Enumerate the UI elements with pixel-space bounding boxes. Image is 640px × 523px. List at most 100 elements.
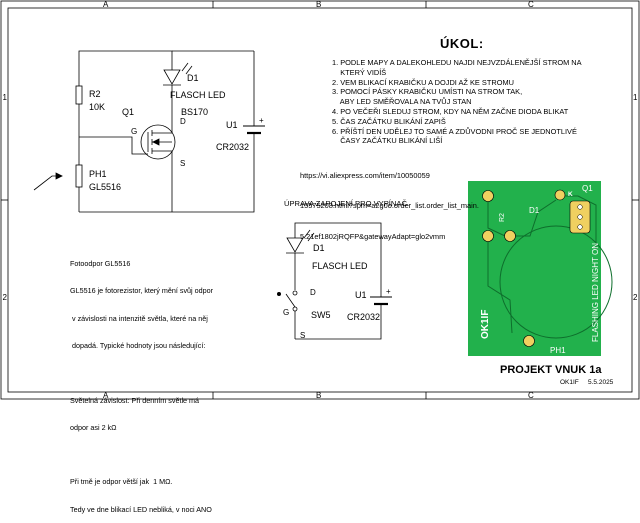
light-arrow-head [55,172,63,180]
pcb-pad-4 [504,230,516,242]
wire-top [78,50,173,80]
note-line: GL5516 je fotorezistor, který mění svůj … [70,286,214,296]
sw5-lever [285,293,296,308]
sw5-contact-bottom [292,306,298,312]
pcb-logo-text: OK1IF [480,310,491,339]
q1-pin-s: S [180,159,185,168]
pcb-ph1-label: PH1 [550,346,566,355]
q1-pin-g: G [131,127,137,136]
zone-labels: A B C A B C 1 2 1 2 [3,0,639,400]
zone-col-b-top: B [316,0,321,9]
zone-col-a-bottom: A [103,391,109,400]
u1-plus: + [259,116,264,125]
pcb-layout: K Q1 D1 R2 PH1 FLASHING LED NIGHT ON OK1… [468,181,613,356]
r2-ref: R2 [89,89,101,99]
pcb-pad-5 [523,335,535,347]
note-line [70,368,213,377]
pcb-d1-label: D1 [529,206,540,215]
u1b-ref: U1 [355,290,367,300]
zone-col-b-bottom: B [316,391,321,400]
pcb-side-text: FLASHING LED NIGHT ON [591,243,600,342]
led-ray-1 [181,62,189,72]
q1-pin-d: D [180,117,186,126]
zone-row-1-left: 1 [3,93,8,102]
task-item: 6. PŘÍŠTÍ DEN UDĚLEJ TO SAMÉ A ZDŮVODNI … [332,126,577,136]
d1-value: FLASCH LED [170,90,226,100]
pcb-pad-1 [482,190,494,202]
sw5-pin-s: S [300,331,305,340]
u1b-plus: + [386,287,391,296]
u1-ref: U1 [226,120,238,130]
pcb-trace-2 [487,240,513,334]
note-line: Fotoodpor GL5516 [70,259,131,269]
d1b-ref: D1 [313,243,325,253]
task-title: ÚKOL: [440,36,484,51]
url-line: 15575208.html?spm=a2g0o.order_list.order… [300,201,479,211]
switch-schematic [276,222,392,340]
note-line: Tedy ve dne blikací LED nebliká, v noci … [70,504,212,514]
ph1-ref: PH1 [89,169,107,179]
pcb-pad-2 [554,189,566,201]
zone-col-a-top: A [103,0,109,9]
q1-ref: Q1 [122,107,134,117]
sw5-pin-d: D [310,288,316,297]
pcb-r2-label: R2 [499,213,506,222]
pcb-pad-3 [482,230,494,242]
switch-fix-note: ÚPRAVA ZAPOJENÍ PRO VYPÍNAČ. [284,199,410,208]
sw5-contact-top [292,290,298,296]
task-item: ČASY ZAČÁTKU BLIKÁNÍ LIŠÍ [332,136,443,146]
sw5-ref: SW5 [311,310,331,320]
ph1-value: GL5516 [89,182,121,192]
r2-resistor [75,85,83,105]
ph1-photoresistor [75,164,83,188]
pcb-trace-3 [560,195,597,250]
u1b-value: CR2032 [347,312,380,322]
pcb-battery-outline [499,225,613,339]
note-line: dopadá. Typické hodnoty jsou následující… [70,341,206,351]
drawing-canvas: A B C A B C 1 2 1 2 [0,0,640,400]
zone-row-2-left: 2 [3,293,8,302]
main-schematic [33,50,265,213]
note-line: odpor asi 2 kΩ [70,422,117,432]
led-ray-2 [185,65,193,75]
zone-col-c-top: C [528,0,534,9]
drawing-date: 5.5.2025 [588,379,614,386]
aliexpress-url: https://vi.aliexpress.com/item/10050059 … [300,150,479,253]
zone-col-c-bottom: C [528,391,534,400]
author-name: OK1IF [560,379,579,386]
pcb-k-label: K [568,191,573,198]
wire2-bottom [295,310,382,340]
q1-value: BS170 [181,107,208,117]
url-line: https://vi.aliexpress.com/item/10050059 [300,170,430,180]
task-item: KTERÝ VIDÍŠ [332,67,387,77]
d1-ref: D1 [187,73,199,83]
zone-row-2-right: 2 [633,293,638,302]
wire-gate [79,136,140,155]
project-title: PROJEKT VNUK 1a [500,364,602,376]
photoresistor-note: Fotoodpor GL5516 GL5516 je fotorezistor,… [70,241,213,523]
d1b-value: FLASCH LED [312,261,368,271]
switch-schematic-labels: D1 FLASCH LED D G S SW5 U1 CR2032 + [283,243,391,340]
note-line: Světelná závislost: Při denním světle má [70,395,200,405]
task-item: 5. ČAS ZAČÁTKU BLIKÁNÍ ZAPIŠ [332,116,446,126]
url-line: 5.21ef1802jRQFP&gatewayAdapt=glo2vmm [300,232,446,242]
sw5-pin-g: G [283,308,289,317]
task-list: 1. PODLE MAPY A DALEKOHLEDU NAJDI NEJVZD… [332,58,582,146]
sheet-frame [0,0,640,400]
main-schematic-labels: R2 10K PH1 GL5516 Q1 BS170 G D S D1 FLAS… [89,73,264,192]
pcb-trace-1 [487,199,557,237]
note-line [70,450,213,459]
note-line: v závislosti na intenzitě světla, které … [70,313,208,323]
task-item: 3. POMOCÍ PÁSKY KRABIČKU UMÍSTI NA STROM… [332,87,523,97]
wire-bottom [79,143,255,213]
task-item: 4. PO VEČEŘI SLEDUJ STROM, KDY NA NĚM ZA… [332,106,569,116]
pcb-q1-label: Q1 [582,184,593,193]
d1b-led-triangle [286,237,304,253]
zone-row-1-right: 1 [633,93,638,102]
task-item: ABY LED SMĚŘOVALA NA TVŮJ STAN [332,97,472,107]
u1-value: CR2032 [216,142,249,152]
q1-mosfet-body [140,124,176,160]
wire2-top [294,222,382,292]
r2-value: 10K [89,102,105,112]
